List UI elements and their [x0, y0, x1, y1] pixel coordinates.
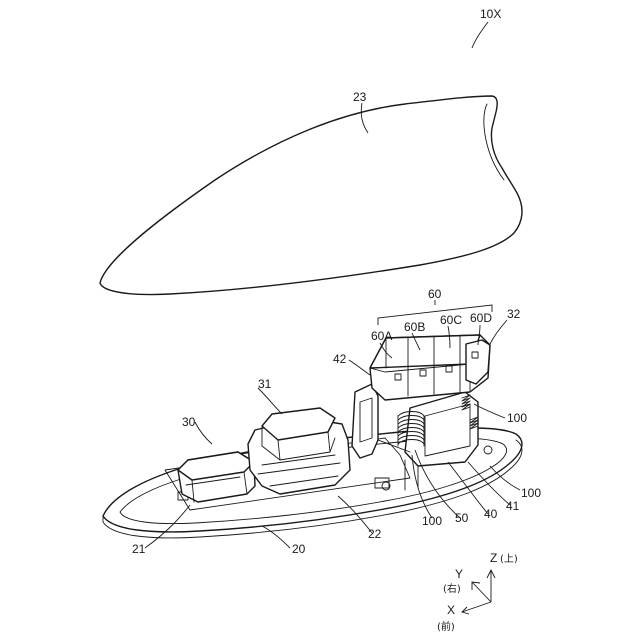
label-cover-23: 23 [353, 90, 367, 104]
label-assembly-10x: 10X [480, 7, 501, 21]
module-30 [178, 452, 255, 502]
axis-z-label: Z [490, 551, 497, 565]
label-part-40: 40 [484, 507, 498, 521]
label-group-60: 60 [428, 287, 442, 301]
label-element-60c: 60C [440, 313, 462, 327]
axis-y-label: Y [455, 567, 463, 581]
label-part-100-bottom: 100 [422, 514, 442, 528]
label-part-32: 32 [507, 307, 521, 321]
label-part-21: 21 [132, 542, 146, 556]
label-part-20: 20 [292, 542, 306, 556]
label-part-100-right: 100 [507, 411, 527, 425]
label-part-42: 42 [333, 352, 347, 366]
axis-x-label: X [447, 603, 455, 617]
module-31 [248, 408, 350, 494]
label-part-50: 50 [455, 511, 469, 525]
axis-x-direction: (前) [437, 620, 455, 633]
label-element-60d: 60D [470, 311, 492, 325]
label-part-31: 31 [258, 377, 272, 391]
label-part-30: 30 [182, 415, 196, 429]
coordinate-axes: Z (上) Y (右) X (前) [437, 551, 518, 633]
axis-y-direction: (右) [443, 582, 461, 595]
label-part-22: 22 [368, 527, 382, 541]
antenna-cover [100, 96, 522, 295]
axis-z-direction: (上) [500, 553, 518, 565]
label-element-60b: 60B [404, 320, 425, 334]
label-part-100-mid-right: 100 [521, 486, 541, 500]
element-module-60 [370, 335, 490, 400]
label-element-60a: 60A [371, 329, 392, 343]
label-part-41: 41 [506, 499, 520, 513]
